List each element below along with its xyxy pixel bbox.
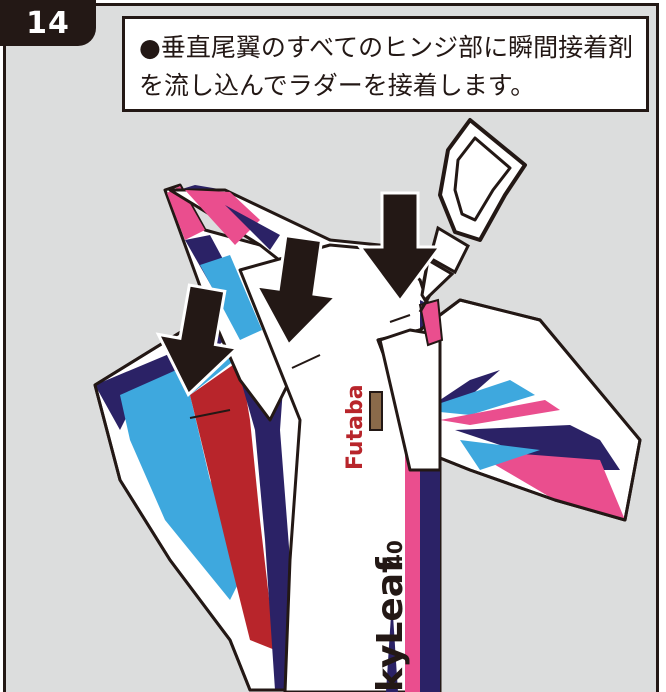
fuselage-lettering: Futaba kyLeaf 40 [343, 384, 411, 692]
rudder [378, 298, 444, 472]
futaba-logo: Futaba [343, 384, 368, 470]
instruction-callout: ●垂直尾翼のすべてのヒンジ部に瞬間接着剤 を流し込んでラダーを接着します。 [122, 16, 649, 112]
model-name-text: kyLeaf [370, 557, 411, 692]
down-arrows [155, 191, 443, 398]
down-arrow-icon [357, 191, 443, 304]
step-number-badge: 14 [0, 0, 96, 46]
instruction-line-2: を流し込んでラダーを接着します。 [139, 71, 536, 100]
right-stabilizer [376, 298, 642, 522]
hinge-marks [189, 314, 411, 419]
down-arrow-icon [253, 233, 339, 348]
down-arrow-icon [155, 283, 241, 398]
instruction-line-1: ●垂直尾翼のすべてのヒンジ部に瞬間接着剤 [139, 33, 634, 62]
model-number-text: 40 [383, 540, 407, 568]
glue-bottle [418, 118, 527, 313]
